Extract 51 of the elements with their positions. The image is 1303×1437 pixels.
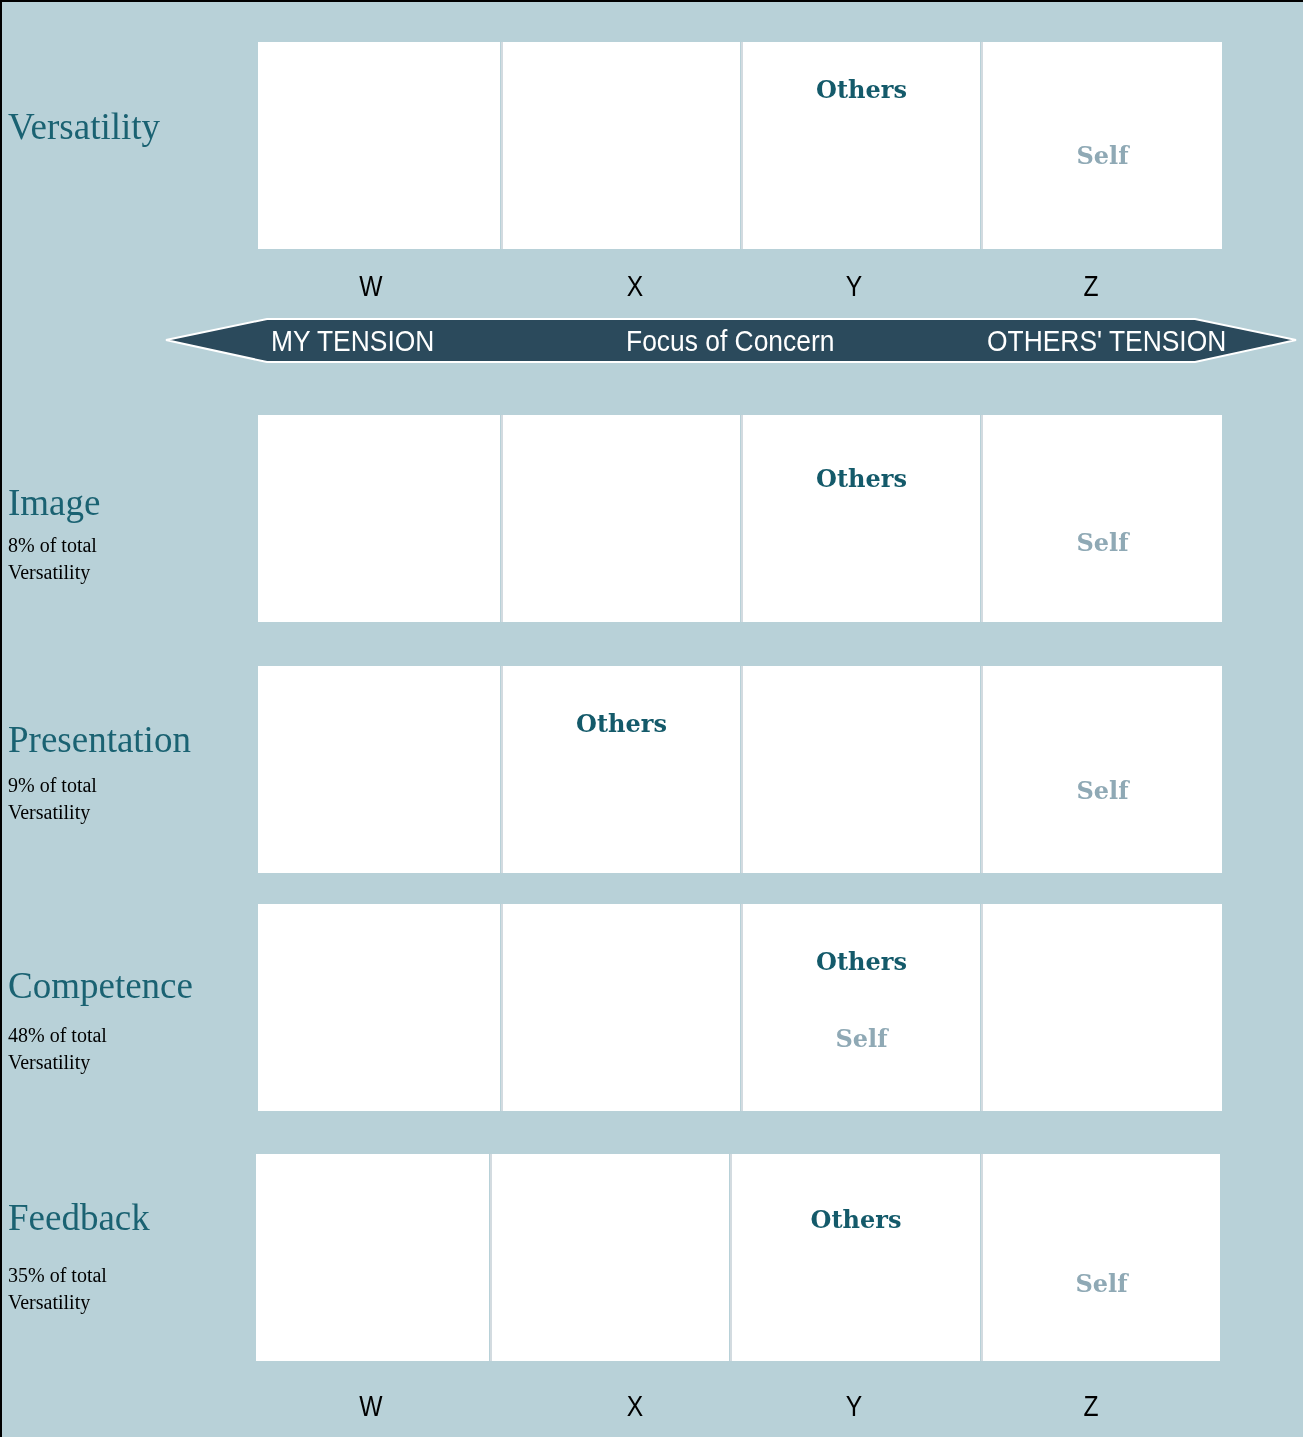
column-letter: W <box>359 1390 383 1423</box>
grid-cell <box>501 904 740 1111</box>
row-heading: Image <box>8 481 101 524</box>
double-arrow-banner <box>165 318 1297 363</box>
banner-text: MY TENSION <box>271 324 435 358</box>
grid-cell <box>490 1154 729 1361</box>
column-letter: Y <box>845 270 863 303</box>
others-rating-label: Others <box>576 709 667 738</box>
percentage-note: 35% of total Versatility <box>8 1263 108 1316</box>
row-heading: Competence <box>8 964 193 1007</box>
self-rating-label: Self <box>835 1024 888 1053</box>
column-letter: Z <box>1083 270 1099 303</box>
column-letter: Z <box>1083 1390 1099 1423</box>
grid-cell <box>258 666 500 873</box>
banner-text: OTHERS' TENSION <box>987 324 1227 358</box>
grid-cell <box>258 42 500 249</box>
others-rating-label: Others <box>816 464 907 493</box>
grid-cell <box>258 904 500 1111</box>
row-heading: Feedback <box>8 1196 150 1239</box>
grid-cell <box>981 904 1222 1111</box>
grid-cell <box>741 904 980 1111</box>
percentage-note: 48% of total Versatility <box>8 1023 108 1076</box>
grid-cell <box>741 415 980 622</box>
grid-cell <box>981 42 1222 249</box>
others-rating-label: Others <box>816 75 907 104</box>
self-rating-label: Self <box>1076 528 1129 557</box>
column-letter: X <box>626 1390 644 1423</box>
column-letter: X <box>626 270 644 303</box>
percentage-note: 9% of total Versatility <box>8 773 98 826</box>
grid-cell <box>981 415 1222 622</box>
grid-cell <box>501 415 740 622</box>
others-rating-label: Others <box>816 947 907 976</box>
banner-text: Focus of Concern <box>626 324 835 358</box>
grid-cell <box>258 415 500 622</box>
grid-cell <box>501 42 740 249</box>
grid-cell <box>741 42 980 249</box>
self-rating-label: Self <box>1076 141 1129 170</box>
column-letter: W <box>359 270 383 303</box>
row-heading: Presentation <box>8 718 191 761</box>
grid-cell <box>256 1154 489 1361</box>
grid-cell <box>730 1154 980 1361</box>
row-heading: Versatility <box>8 105 161 148</box>
grid-cell <box>981 1154 1220 1361</box>
grid-cell <box>741 666 980 873</box>
self-rating-label: Self <box>1075 1269 1128 1298</box>
others-rating-label: Others <box>810 1205 902 1234</box>
column-letter: Y <box>845 1390 863 1423</box>
grid-cell <box>501 666 740 873</box>
percentage-note: 8% of total Versatility <box>8 533 98 586</box>
grid-cell <box>981 666 1222 873</box>
self-rating-label: Self <box>1076 776 1129 805</box>
